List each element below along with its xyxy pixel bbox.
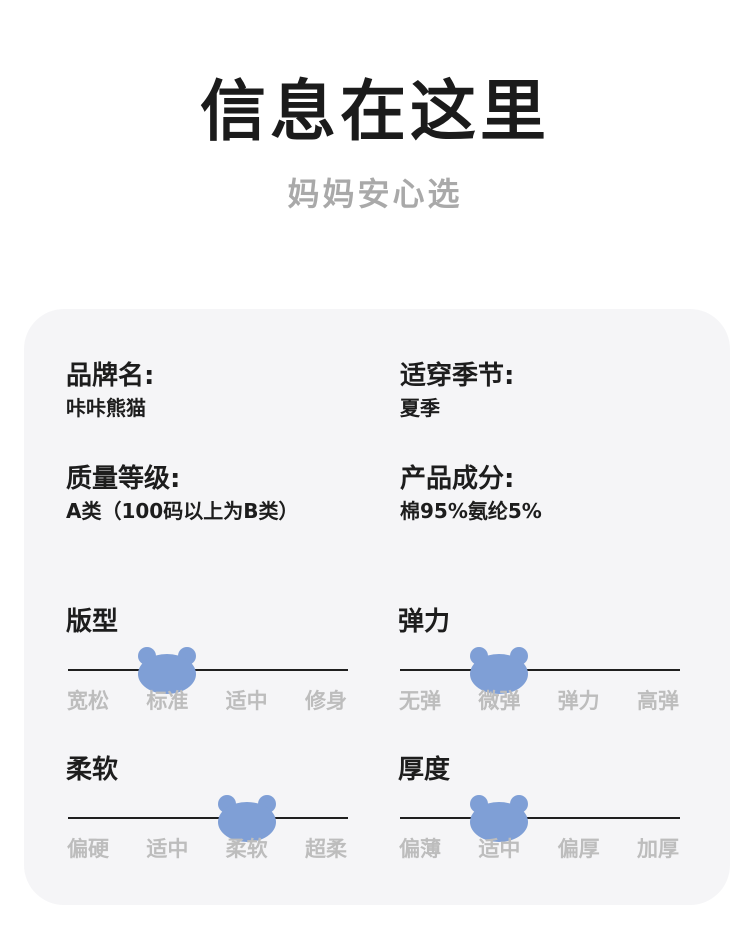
scale-option: 适中 [146, 837, 189, 861]
info-label: 品牌名: [66, 361, 155, 391]
info-quality: 质量等级: A类（100码以上为B类） [66, 462, 298, 526]
bear-head-icon [136, 645, 198, 695]
bear-head-icon [468, 793, 530, 843]
scale-options: 偏薄 适中 偏厚 加厚 [394, 835, 684, 863]
info-value: 咔咔熊猫 [66, 396, 146, 420]
scale-option: 加厚 [636, 837, 679, 861]
scale-label: 弹力 [398, 607, 451, 637]
scale-track [400, 817, 680, 819]
scale-label: 柔软 [66, 755, 119, 785]
scale-elasticity: 弹力 无弹 微弹 弹力 高弹 [398, 605, 680, 725]
scale-option: 弹力 [557, 689, 600, 713]
scale-options: 宽松 标准 适中 修身 [62, 687, 352, 715]
info-material: 产品成分: 棉95%氨纶5% [400, 462, 542, 526]
scale-track [68, 669, 348, 671]
scale-option: 偏厚 [557, 837, 600, 861]
scale-option: 偏薄 [399, 837, 441, 861]
bear-head-icon [216, 793, 278, 843]
scale-option: 高弹 [636, 689, 679, 713]
scale-track [400, 669, 680, 671]
scale-track [68, 817, 348, 819]
scale-option: 适中 [225, 689, 268, 713]
info-label: 质量等级: [66, 464, 181, 494]
scale-thickness: 厚度 偏薄 适中 偏厚 加厚 [398, 753, 680, 873]
info-brand: 品牌名: 咔咔熊猫 [66, 359, 154, 423]
scale-fit: 版型 宽松 标准 适中 修身 [66, 605, 348, 725]
scale-option: 修身 [304, 689, 347, 713]
scale-label: 版型 [66, 607, 119, 637]
page-subtitle: 妈妈安心选 [287, 175, 463, 213]
scale-options: 无弹 微弹 弹力 高弹 [394, 687, 684, 715]
scale-option: 微弹 [478, 689, 521, 713]
scale-option: 宽松 [67, 689, 109, 713]
scale-option: 无弹 [399, 689, 441, 713]
scale-softness: 柔软 偏硬 适中 柔软 超柔 [66, 753, 348, 873]
page-title: 信息在这里 [200, 73, 550, 150]
scale-option: 偏硬 [67, 837, 109, 861]
bear-head-icon [468, 645, 530, 695]
info-value: 棉95%氨纶5% [400, 499, 542, 523]
scale-options: 偏硬 适中 柔软 超柔 [62, 835, 352, 863]
info-card: 品牌名: 咔咔熊猫 适穿季节: 夏季 质量等级: A类（100码以上为B类） 产… [24, 309, 730, 905]
scale-label: 厚度 [398, 755, 451, 785]
scale-option: 标准 [146, 689, 189, 713]
scale-option: 适中 [478, 837, 521, 861]
scale-option: 超柔 [304, 837, 347, 861]
info-label: 适穿季节: [400, 361, 515, 391]
info-value: 夏季 [400, 396, 440, 420]
info-season: 适穿季节: 夏季 [400, 359, 514, 423]
info-value: A类（100码以上为B类） [66, 499, 299, 523]
info-label: 产品成分: [400, 464, 515, 494]
scale-option: 柔软 [225, 837, 268, 861]
